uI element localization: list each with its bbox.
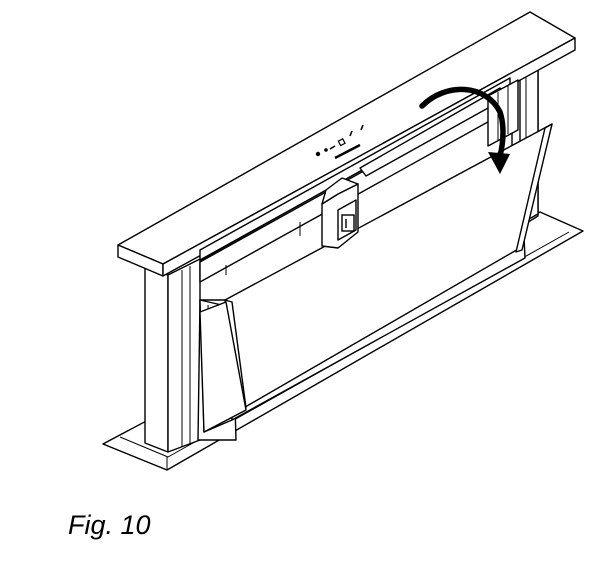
handle-housing [321, 177, 359, 249]
light-icon [337, 138, 346, 147]
downdraft-hood-figure [102, 11, 584, 471]
plus-icon [349, 130, 353, 137]
left-column [144, 258, 201, 453]
latch-icon [341, 214, 355, 232]
timer-icon [360, 124, 364, 131]
rotate-arrow-icon [419, 86, 510, 174]
downdraft-hood-illustration [102, 11, 584, 471]
control-panel [315, 124, 364, 160]
minus-icon [329, 145, 336, 150]
figure-caption: Fig. 10 [68, 510, 151, 540]
fan-icon [324, 148, 328, 152]
tilted-filter-panel [199, 123, 553, 433]
power-icon [315, 151, 321, 157]
